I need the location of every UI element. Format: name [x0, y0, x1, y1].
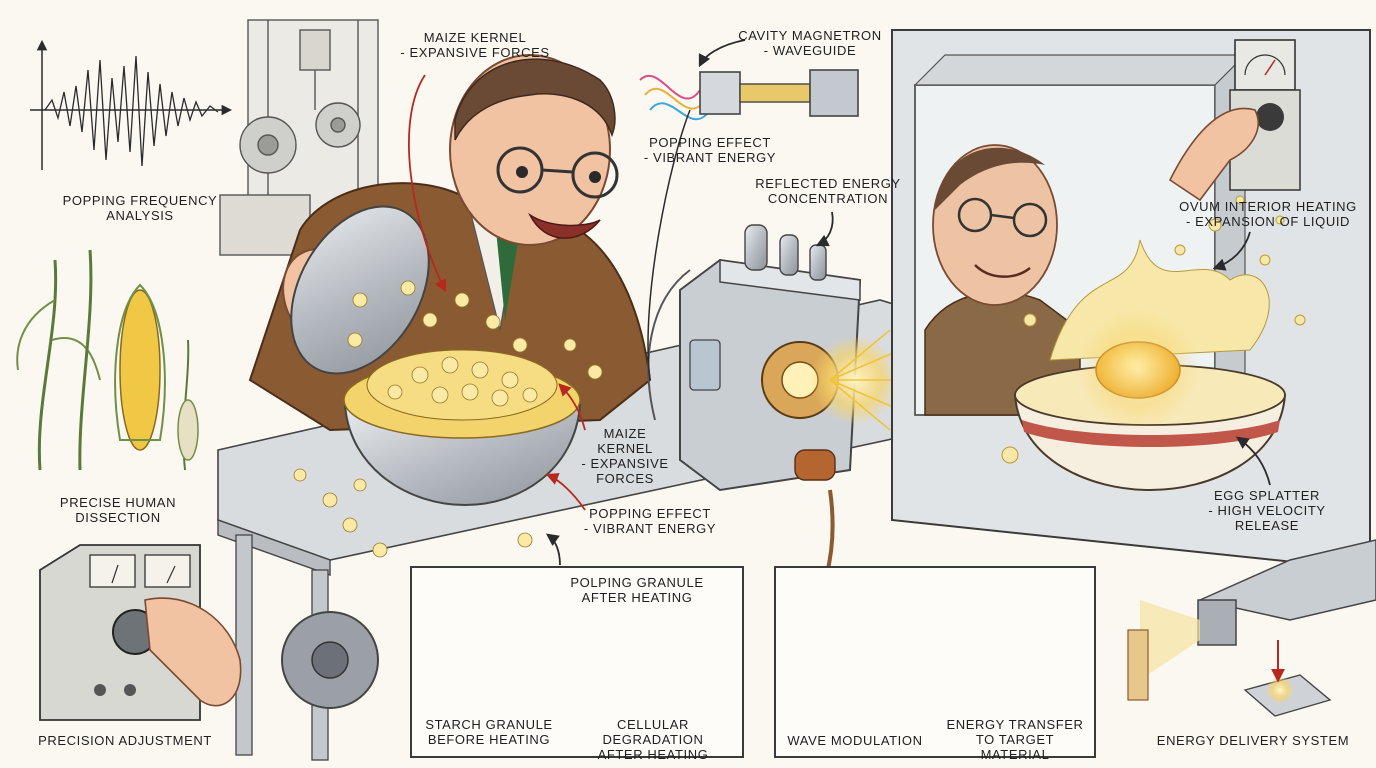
- label-popping-effect-top: POPPING EFFECT - VIBRANT ENERGY: [643, 135, 777, 165]
- corn-plants: [16, 249, 199, 471]
- label-precision-adjustment: PRECISION ADJUSTMENT: [38, 733, 212, 748]
- popcorn-bowl: [293, 280, 603, 558]
- label-wave-modulation: WAVE MODULATION: [787, 733, 923, 748]
- label-human-dissection: PRECISE HUMAN DISSECTION: [59, 495, 177, 525]
- waveguide: [639, 69, 859, 121]
- label-starch-granule: STARCH GRANULE BEFORE HEATING: [425, 717, 553, 747]
- label-energy-delivery: ENERGY DELIVERY SYSTEM: [1156, 733, 1350, 748]
- frequency-waveform: [30, 39, 233, 170]
- label-ovum-interior: OVUM INTERIOR HEATING - EXPANSION OF LIQ…: [1179, 199, 1357, 229]
- label-cellular-degradation: CELLULAR DEGRADATION AFTER HEATING: [597, 717, 709, 762]
- label-maize-kernel-top: MAIZE KERNEL - EXPANSIVE FORCES: [400, 30, 550, 60]
- label-polping-granule: POLPING GRANULE AFTER HEATING: [570, 575, 704, 605]
- starch-granule-panel: [410, 566, 744, 758]
- egg-bowl: [1001, 195, 1306, 492]
- energy-delivery-device: [1127, 539, 1376, 717]
- label-reflected-energy: REFLECTED ENERGY CONCENTRATION: [755, 176, 901, 206]
- pot-lid: [290, 205, 430, 375]
- circuit-panel: [774, 566, 1096, 758]
- label-cavity-magnetron: CAVITY MAGNETRON - WAVEGUIDE: [738, 28, 882, 58]
- label-popping-frequency: POPPING FREQUENCY ANALYSIS: [62, 193, 218, 223]
- top-dial: [1168, 39, 1301, 202]
- label-maize-kernel-mid: MAIZE KERNEL - EXPANSIVE FORCES: [581, 426, 669, 486]
- label-energy-transfer: ENERGY TRANSFER TO TARGET MATERIAL: [946, 717, 1084, 762]
- precision-dial-unit: [39, 544, 242, 721]
- label-egg-splatter: EGG SPLATTER - HIGH VELOCITY RELEASE: [1208, 488, 1326, 533]
- magnetron-device: [647, 224, 905, 641]
- press-machinery: [219, 19, 379, 256]
- pointer-arrows: [408, 39, 1271, 566]
- label-popping-effect-mid: POPPING EFFECT - VIBRANT ENERGY: [583, 506, 717, 536]
